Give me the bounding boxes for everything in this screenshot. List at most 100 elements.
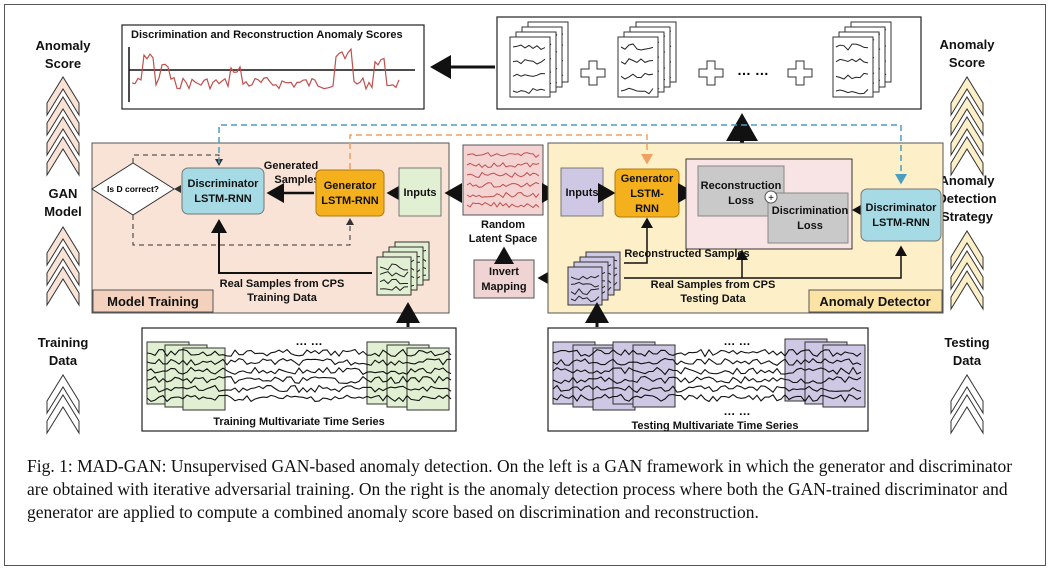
- anomaly-detector-panel: Anomaly Detector Inputs Generator LSTM- …: [547, 142, 944, 314]
- sample-line: [379, 278, 408, 285]
- right-bottom-label-2: Data: [953, 353, 982, 368]
- series-line: [552, 375, 862, 385]
- chevron-shape: [46, 226, 80, 267]
- anomaly-score-plot: Discrimination and Reconstruction Anomal…: [121, 24, 425, 110]
- chevron-shape: [46, 266, 80, 307]
- training-discriminator-label-1: Discriminator: [188, 178, 260, 190]
- right-mid-label-1: Anomaly: [940, 173, 996, 188]
- series-line: [146, 366, 452, 376]
- training-series-plot: [146, 341, 452, 411]
- training-generator-label-2: LSTM-RNN: [321, 195, 378, 207]
- chevron-shape: [46, 374, 80, 415]
- series-window: [406, 347, 450, 411]
- sample-line: [379, 271, 409, 278]
- detector-generator-label-2: LSTM-: [630, 188, 664, 200]
- chevron-up-icon: [46, 374, 80, 435]
- mad-gan-diagram: Anomaly Score GAN Model Training Data An…: [36, 16, 997, 435]
- training-generator-box: [315, 169, 385, 217]
- chevron-up-icon: [950, 230, 984, 311]
- detector-inputs-label: Inputs: [566, 187, 599, 199]
- series-line: [146, 384, 452, 394]
- chevron-shape: [950, 250, 984, 291]
- latent-line: [466, 191, 540, 199]
- score-plot-title: Discrimination and Reconstruction Anomal…: [131, 29, 403, 41]
- series-line: [146, 375, 452, 385]
- arrow-real-to-discriminator-detector: [624, 245, 907, 279]
- reconstruction-loss-label-1: Reconstruction: [701, 180, 782, 192]
- latent-line: [466, 152, 540, 159]
- chevron-shape: [46, 76, 80, 117]
- sample-line: [512, 58, 546, 65]
- testing-series-panel: … … … … Testing Multivariate Time Series: [547, 302, 869, 432]
- sample-stack: [832, 21, 892, 98]
- generated-samples-label-1: Generated: [264, 160, 318, 172]
- sample-line: [835, 89, 869, 95]
- chevron-shape: [950, 394, 984, 435]
- chevron-shape: [46, 116, 80, 157]
- latent-label-2: Latent Space: [469, 233, 537, 245]
- combine-plus: +: [768, 193, 774, 204]
- left-column: Anomaly Score GAN Model Training Data: [36, 38, 91, 435]
- chevron-shape: [46, 96, 80, 137]
- discrimination-loss-label-1: Discrimination: [772, 205, 849, 217]
- training-panel-title: Model Training: [107, 294, 199, 309]
- invert-mapping-box: [473, 259, 535, 299]
- training-real-samples-label-1: Real Samples from CPS: [220, 278, 345, 290]
- detector-discriminator-label-1: Discriminator: [866, 202, 938, 214]
- plus-icon: [787, 60, 813, 86]
- chevron-up-icon: [950, 374, 984, 435]
- left-mid-label-2: Model: [44, 204, 82, 219]
- reconstructed-samples-label: Reconstructed Samples: [624, 248, 749, 260]
- detector-generator-label-1: Generator: [621, 173, 674, 185]
- invert-mapping-label-1: Invert: [489, 266, 519, 278]
- arrow-real-to-generator: [624, 217, 653, 264]
- sample-sheet: [509, 36, 551, 98]
- right-bottom-label-1: Testing: [944, 335, 989, 350]
- sample-line: [379, 263, 408, 271]
- sample-line: [620, 87, 654, 95]
- latent-line: [466, 171, 540, 178]
- sample-line: [570, 275, 600, 281]
- strip-ellipsis: … …: [737, 62, 769, 78]
- testing-series-ellipsis-bottom: … …: [723, 404, 750, 418]
- training-series-panel: … … Training Multivariate Time Series: [141, 302, 457, 432]
- series-line: [552, 366, 862, 376]
- latent-label-1: Random: [481, 219, 525, 231]
- detector-generator-label-3: RNN: [635, 203, 659, 215]
- right-top-label-1: Anomaly: [940, 37, 996, 52]
- chevron-shape: [950, 270, 984, 311]
- chevron-shape: [46, 394, 80, 435]
- arrow-real-to-discriminator: [211, 219, 372, 274]
- sample-line: [620, 72, 654, 80]
- sample-line: [620, 58, 654, 65]
- testing-real-samples-label-2: Testing Data: [680, 293, 746, 305]
- reconstruction-loss-label-2: Loss: [728, 195, 754, 207]
- chevron-shape: [950, 136, 984, 177]
- generator-transfer-line: [349, 134, 653, 169]
- training-real-samples-label-2: Training Data: [247, 292, 318, 304]
- chevron-shape: [950, 116, 984, 157]
- chevron-shape: [46, 136, 80, 177]
- sample-line: [835, 43, 869, 51]
- sample-line: [835, 58, 869, 64]
- model-training-panel: Model Training Is D correct? Discriminat…: [91, 142, 450, 314]
- training-discriminator-box: [181, 167, 265, 215]
- chevron-up-icon: [950, 76, 984, 177]
- chevron-shape: [950, 96, 984, 137]
- chevron-up-icon: [46, 76, 80, 177]
- training-inputs-label: Inputs: [404, 187, 437, 199]
- left-bottom-label-1: Training: [38, 335, 89, 350]
- sample-stack: [617, 21, 677, 98]
- invert-mapping-label-2: Mapping: [481, 281, 526, 293]
- series-line: [552, 384, 862, 394]
- sample-line: [379, 285, 409, 292]
- chevron-shape: [950, 230, 984, 271]
- real-samples-stack: [567, 251, 621, 306]
- sample-sheet: [832, 36, 874, 98]
- right-top-label-2: Score: [949, 55, 985, 70]
- testing-series-label: Testing Multivariate Time Series: [631, 420, 798, 432]
- detector-discriminator-box: [860, 188, 942, 242]
- plus-icon: [698, 60, 724, 86]
- detector-discriminator-label-2: LSTM-RNN: [872, 217, 929, 229]
- sample-line: [570, 295, 600, 303]
